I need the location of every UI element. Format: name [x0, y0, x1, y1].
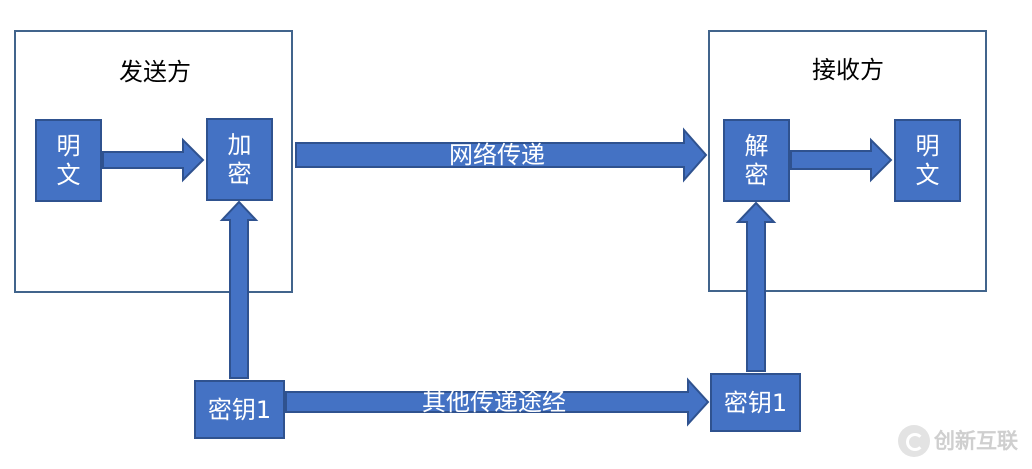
decrypt-char-1: 解 [744, 131, 769, 160]
sender-key-node: 密钥1 [194, 380, 285, 439]
decrypt-char-2: 密 [744, 160, 769, 189]
receiver-plaintext-char-2: 文 [915, 160, 940, 189]
arrow-sender-key-to-encrypt [219, 200, 259, 379]
sender-plaintext-node: 明 文 [35, 119, 102, 202]
receiver-key-node: 密钥1 [710, 373, 801, 432]
receiver-key-label: 密钥1 [723, 388, 788, 417]
arrow-other-channel [285, 377, 710, 427]
encrypt-char-1: 加 [227, 130, 252, 159]
watermark-text: 创新互联 [934, 429, 1018, 453]
other-channel-label: 其他传递途经 [422, 388, 566, 416]
receiver-plaintext-char-1: 明 [915, 131, 940, 160]
arrow-receiver-key-to-decrypt [735, 201, 777, 372]
arrow-network-transfer [295, 127, 708, 183]
arrow-plaintext-to-encrypt [102, 137, 205, 183]
receiver-plaintext-node: 明 文 [894, 119, 961, 202]
receiver-title: 接收方 [812, 56, 884, 84]
decrypt-node: 解 密 [723, 119, 790, 202]
arrow-decrypt-to-plaintext [790, 137, 893, 183]
sender-plaintext-char-2: 文 [56, 160, 81, 189]
sender-plaintext-char-1: 明 [56, 131, 81, 160]
sender-title: 发送方 [119, 58, 191, 86]
encrypt-char-2: 密 [227, 159, 252, 188]
network-transfer-label: 网络传递 [449, 141, 545, 169]
encrypt-node: 加 密 [206, 118, 273, 201]
sender-key-label: 密钥1 [207, 395, 272, 424]
watermark-logo-icon [898, 425, 930, 457]
